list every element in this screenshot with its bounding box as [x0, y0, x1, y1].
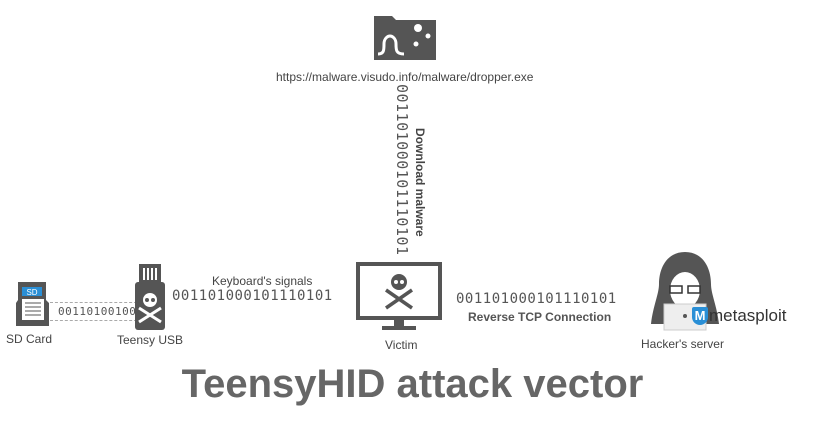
download-label: Download malware: [413, 128, 427, 237]
keyboard-binary: 001101000101110101: [172, 288, 333, 304]
download-binary: 001101000101110101: [393, 84, 411, 256]
malware-url: https://malware.visudo.info/malware/drop…: [276, 70, 534, 84]
reverse-binary: 001101000101110101: [456, 291, 617, 307]
metasploit-shield-icon: M: [692, 307, 708, 325]
hacker-label: Hacker's server: [641, 337, 724, 351]
keyboard-label: Keyboard's signals: [212, 274, 313, 288]
sd-binary: 00110100100: [50, 302, 143, 321]
reverse-label: Reverse TCP Connection: [468, 310, 612, 324]
sd-card-icon: SD: [16, 282, 49, 326]
metasploit-text: metasploit: [709, 306, 787, 325]
victim-monitor-icon: [356, 262, 442, 330]
sd-card-label: SD Card: [6, 332, 53, 346]
teensy-usb-icon: [135, 264, 165, 330]
metasploit-logo: M metasploit: [692, 306, 786, 326]
malware-folder-icon: [374, 16, 436, 60]
teensy-label: Teensy USB: [117, 333, 184, 347]
diagram-title: TeensyHID attack vector: [181, 362, 644, 406]
hacker-icon: [651, 252, 719, 331]
victim-label: Victim: [385, 338, 418, 352]
svg-text:SD: SD: [26, 288, 37, 297]
